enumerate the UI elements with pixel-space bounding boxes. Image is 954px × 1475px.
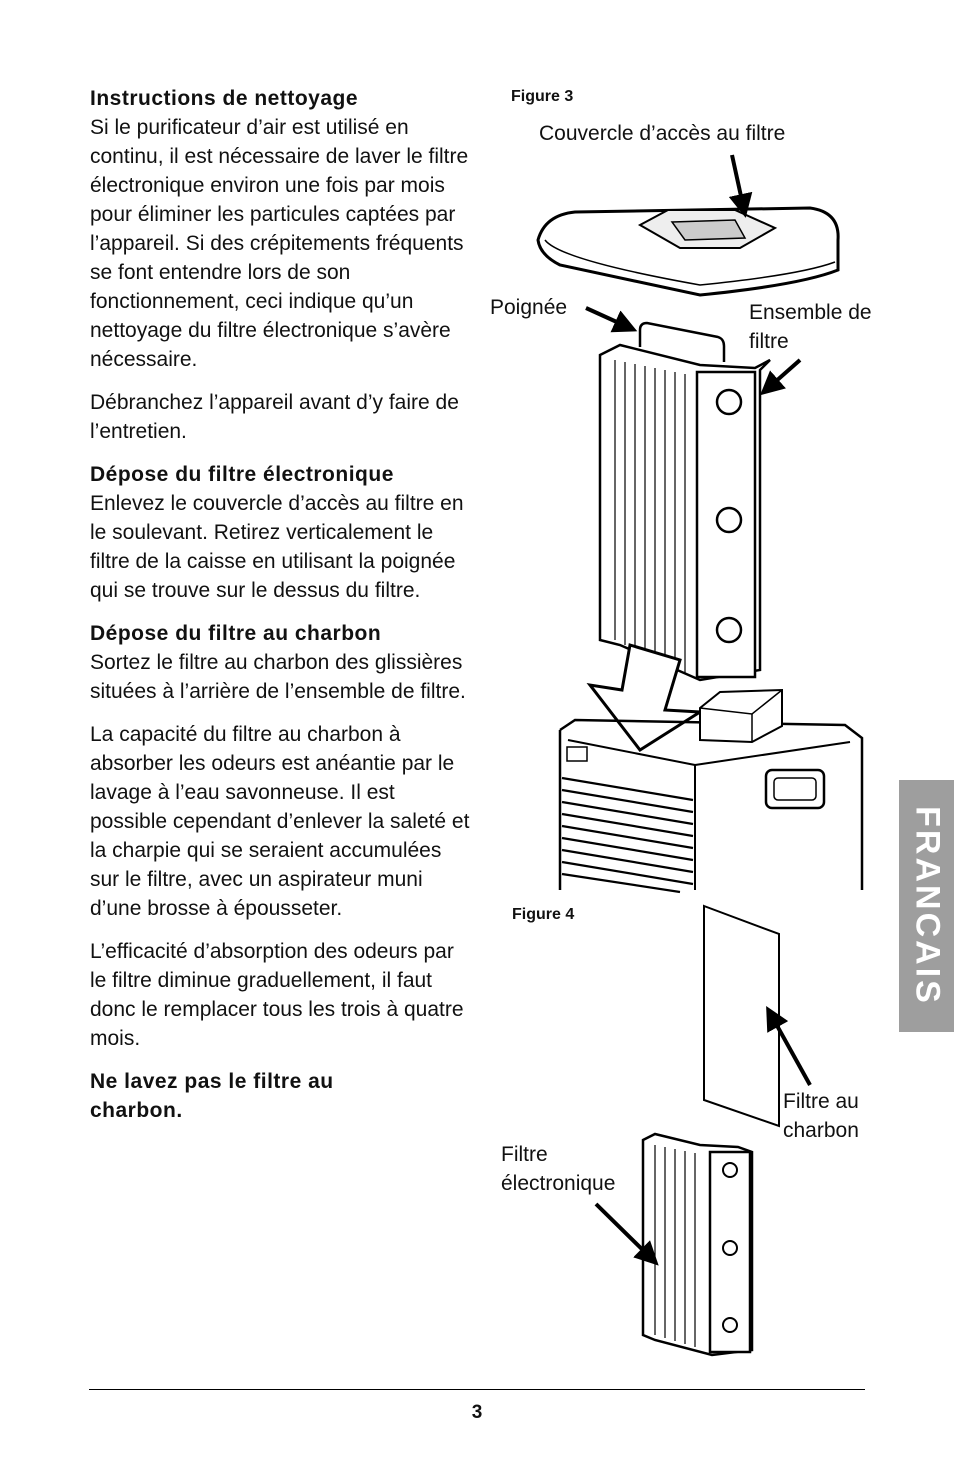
- insert-arrow-drawing: [586, 643, 705, 752]
- assembly-callout-arrow: [760, 358, 802, 396]
- charcoal-callout-arrow: [766, 1006, 812, 1086]
- language-tab: FRANCAIS: [899, 780, 954, 1032]
- assembly-callout-label: Ensemble de filtre: [749, 298, 872, 356]
- purifier-base-drawing: [558, 688, 864, 894]
- footer-rule: [89, 1389, 865, 1390]
- charcoal-warning: Ne lavez pas le filtre au charbon.: [90, 1070, 334, 1122]
- assembly-callout-line-2: filtre: [749, 330, 789, 353]
- charcoal-callout-line-1: Filtre au: [783, 1090, 859, 1113]
- section-charcoal-removal: Dépose du filtre au charbon Sortez le fi…: [90, 619, 472, 1125]
- charcoal-paragraph-1: Sortez le filtre au charbon des glissièr…: [90, 651, 466, 703]
- cover-callout-arrow: [728, 154, 753, 218]
- cover-callout-label: Couvercle d’accès au filtre: [539, 122, 786, 145]
- electronic-callout-arrow: [594, 1202, 659, 1266]
- figure-3-label: Figure 3: [511, 88, 574, 105]
- section-electronic-removal: Dépose du filtre électronique Enlevez le…: [90, 460, 472, 605]
- handle-callout-label: Poignée: [490, 296, 568, 319]
- filter-assembly-drawing: [598, 321, 771, 682]
- electronic-callout-label: Filtre électronique: [501, 1140, 615, 1198]
- charcoal-filter-drawing: [703, 904, 780, 1128]
- cleaning-paragraph-1: Si le purificateur d’air est utilisé en …: [90, 116, 469, 371]
- figure-4-label: Figure 4: [512, 906, 575, 923]
- section-heading-electronic-removal: Dépose du filtre électronique: [90, 463, 394, 486]
- text-column: Instructions de nettoyage Si le purifica…: [90, 84, 472, 1125]
- charcoal-callout-label: Filtre au charbon: [783, 1087, 859, 1145]
- electronic-filter-drawing: [641, 1132, 754, 1357]
- charcoal-paragraph-3: L’efficacité d’absorption des odeurs par…: [90, 940, 464, 1050]
- access-cover-drawing: [536, 206, 840, 297]
- section-heading-cleaning: Instructions de nettoyage: [90, 87, 359, 110]
- section-cleaning: Instructions de nettoyage Si le purifica…: [90, 84, 472, 446]
- language-tab-label: FRANCAIS: [908, 806, 946, 1006]
- charcoal-callout-line-2: charbon: [783, 1119, 859, 1142]
- section-heading-charcoal-removal: Dépose du filtre au charbon: [90, 622, 382, 645]
- charcoal-paragraph-2: La capacité du filtre au charbon à absor…: [90, 723, 470, 920]
- electronic-removal-paragraph: Enlevez le couvercle d’accès au filtre e…: [90, 492, 464, 602]
- cleaning-paragraph-2: Débranchez l’appareil avant d’y faire de…: [90, 391, 459, 443]
- assembly-callout-line-1: Ensemble de: [749, 301, 872, 324]
- page-number: 3: [471, 1402, 483, 1423]
- electronic-callout-line-2: électronique: [501, 1172, 616, 1195]
- handle-callout-arrow: [585, 306, 638, 333]
- electronic-callout-line-1: Filtre: [501, 1143, 548, 1166]
